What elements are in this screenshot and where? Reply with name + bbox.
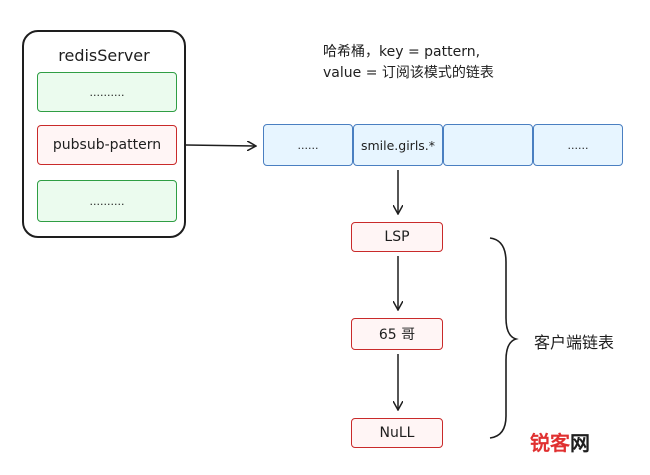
hash-bucket-4-label: ...... <box>567 138 589 152</box>
hash-bucket-3 <box>443 124 533 166</box>
list-node-null-label: NuLL <box>379 425 415 441</box>
redis-server-box: redisServer <box>22 30 186 238</box>
list-node-65-label: 65 哥 <box>378 327 416 343</box>
hash-bucket-2-label: smile.girls.* <box>360 137 436 153</box>
list-node-65: 65 哥 <box>351 318 443 350</box>
hash-bucket-4: ...... <box>533 124 623 166</box>
hash-bucket-1: ...... <box>263 124 353 166</box>
arrow-pattern-to-buckets <box>185 145 256 146</box>
pubsub-pattern-label: pubsub-pattern <box>52 137 162 153</box>
note-line-1: 哈希桶，key = pattern, <box>323 44 481 60</box>
watermark-part1: 锐客 <box>530 431 570 455</box>
hash-bucket-1-label: ...... <box>297 138 319 152</box>
server-slot-pubsub-pattern: pubsub-pattern <box>37 125 177 165</box>
list-node-lsp: LSP <box>351 222 443 252</box>
watermark-logo: 锐客网 <box>530 427 590 456</box>
client-list-brace <box>489 237 519 439</box>
server-slot-bottom: .......... <box>37 180 177 222</box>
server-slot-bottom-label: .......... <box>89 194 125 208</box>
redis-server-title: redisServer <box>58 46 150 65</box>
list-node-null: NuLL <box>351 418 443 448</box>
watermark-part2: 网 <box>570 431 590 455</box>
server-slot-top-label: .......... <box>89 85 125 99</box>
list-node-lsp-label: LSP <box>384 229 410 245</box>
hash-bucket-2: smile.girls.* <box>353 124 443 166</box>
client-list-label: 客户端链表 <box>534 333 615 352</box>
server-slot-top: .......... <box>37 72 177 112</box>
hash-bucket-note: 哈希桶，key = pattern, value = 订阅该模式的链表 <box>323 42 494 84</box>
note-line-2: value = 订阅该模式的链表 <box>323 65 494 81</box>
